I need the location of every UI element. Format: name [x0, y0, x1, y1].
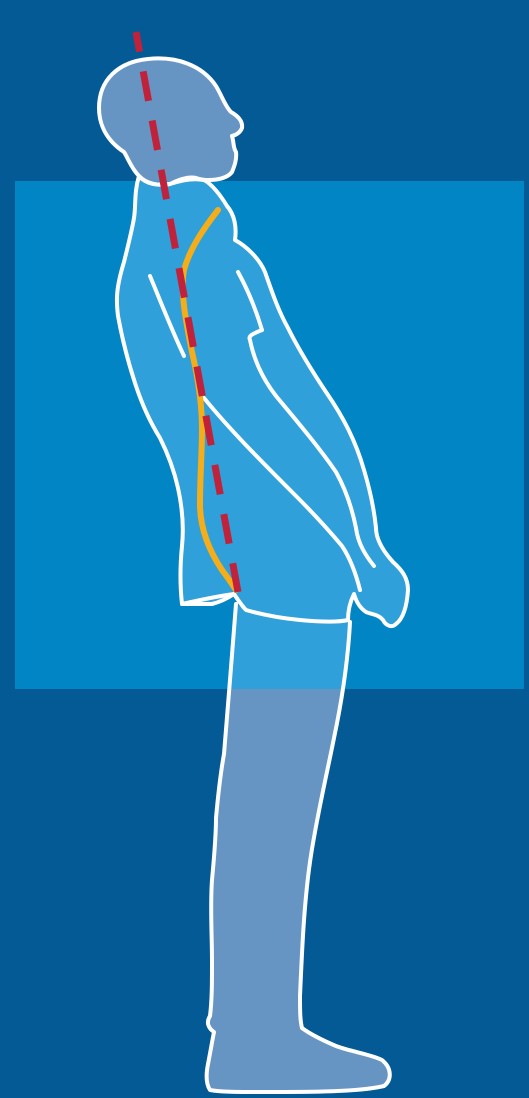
highlight-panel: [15, 181, 524, 689]
